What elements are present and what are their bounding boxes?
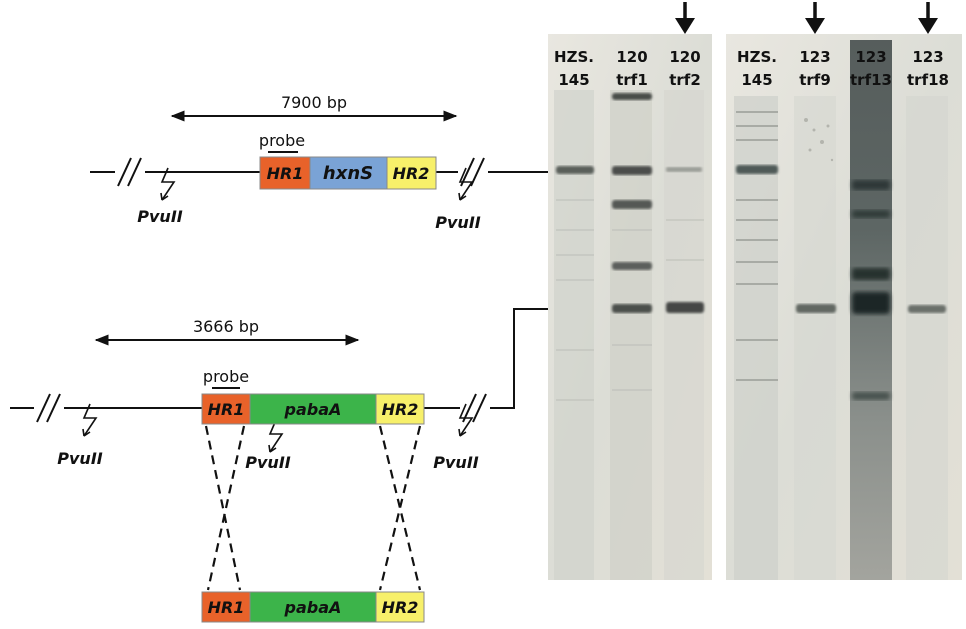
lane-labels-left: HZS. 145 120 trf1 120 trf2 xyxy=(554,48,701,89)
lane-labels-right: HZS. 145 123 trf9 123 trf13 123 trf18 xyxy=(737,48,949,89)
lane-label-line1: HZS. xyxy=(737,48,777,66)
pabaa-block-cassette xyxy=(249,591,377,623)
break-mark-icon xyxy=(115,157,145,187)
cut-site-arrow-icon xyxy=(458,167,474,201)
hr2-label-bottom: HR2 xyxy=(382,400,419,419)
lane-label-line2: trf18 xyxy=(907,71,949,89)
lane-marker-arrow-icon xyxy=(918,2,938,34)
blot-panel-left xyxy=(548,34,712,580)
pvuii-label-top-right: PvuII xyxy=(435,213,481,232)
lane-label-line1: 123 xyxy=(855,48,886,66)
hr2-block-top xyxy=(386,156,437,190)
hr2-block-bottom xyxy=(375,393,425,425)
pabaa-label: pabaA xyxy=(284,400,342,419)
pvuii-label-bottom-mid: PvuII xyxy=(245,453,291,472)
lane-label-line1: 123 xyxy=(799,48,830,66)
size-label-top: 7900 bp xyxy=(281,93,347,112)
probe-label-bottom: probe xyxy=(203,367,249,386)
connector-line-bottom xyxy=(488,308,552,409)
size-label-bottom: 3666 bp xyxy=(193,317,259,336)
pabaa-block xyxy=(249,393,377,425)
hr2-block-cassette xyxy=(375,591,425,623)
cut-site-arrow-icon xyxy=(268,419,284,453)
lane-marker-arrow-icon xyxy=(675,2,695,34)
hr1-block-bottom xyxy=(201,393,251,425)
lane-label-line2: trf9 xyxy=(799,71,831,89)
lane-label-line1: HZS. xyxy=(554,48,594,66)
lane-label-line2: 145 xyxy=(558,71,589,89)
wildtype-locus: 7900 bp PvuII PvuII probe HR1 hx xyxy=(90,93,548,232)
hr2-label-top: HR2 xyxy=(393,164,430,183)
cut-site-arrow-icon xyxy=(458,403,474,437)
lane-label-line2: trf13 xyxy=(850,71,892,89)
hr1-block-top xyxy=(259,156,311,190)
pvuii-label-bottom-right: PvuII xyxy=(433,453,479,472)
lane-label-line1: 123 xyxy=(912,48,943,66)
crossover-lines xyxy=(204,425,422,591)
hr2-label-cassette: HR2 xyxy=(382,598,419,617)
lane-label-line2: trf1 xyxy=(616,71,648,89)
hr1-label-bottom: HR1 xyxy=(208,400,245,419)
break-mark-icon xyxy=(34,393,64,423)
pvuii-label-top-left: PvuII xyxy=(137,207,183,226)
cut-site-arrow-icon xyxy=(160,167,176,201)
replacement-cassette: HR1 pabaA HR2 xyxy=(201,591,425,623)
lane-label-line1: 120 xyxy=(669,48,700,66)
hxns-label: hxnS xyxy=(323,163,373,184)
hr1-block-cassette xyxy=(201,591,251,623)
lane-label-line2: 145 xyxy=(741,71,772,89)
lane-label-line1: 120 xyxy=(616,48,647,66)
lane-marker-arrow-icon xyxy=(805,2,825,34)
probe-label-top: probe xyxy=(259,131,305,150)
hr1-label-cassette: HR1 xyxy=(208,598,245,617)
transformant-locus: 3666 bp PvuII PvuII PvuII probe xyxy=(10,317,490,472)
hr1-label-top: HR1 xyxy=(267,164,304,183)
pvuii-label-bottom-left: PvuII xyxy=(57,449,103,468)
lane-label-line2: trf2 xyxy=(669,71,701,89)
cut-site-arrow-icon xyxy=(82,403,98,437)
hxns-block xyxy=(309,156,388,190)
blot-panel-right xyxy=(726,34,962,580)
pabaa-label-cassette: pabaA xyxy=(284,598,342,617)
